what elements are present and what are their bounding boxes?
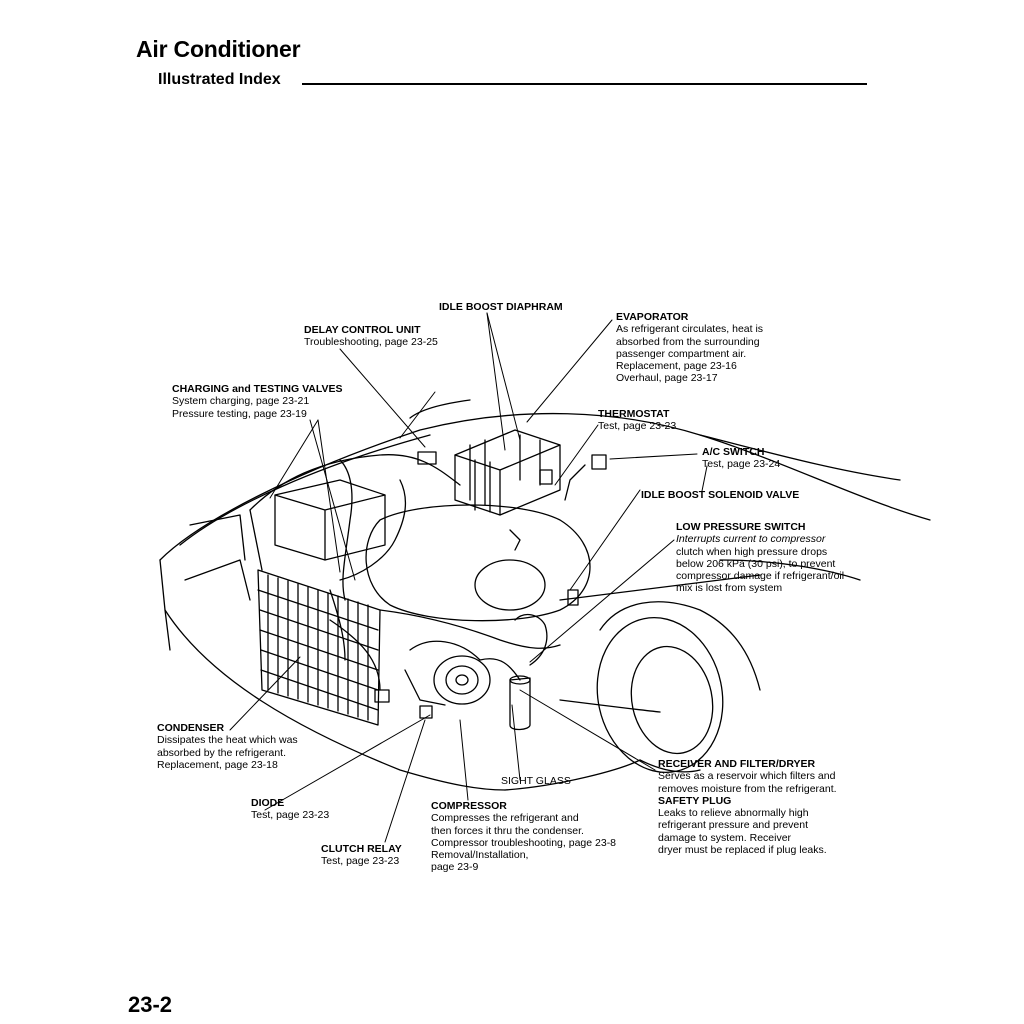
callout-line: then forces it thru the condenser. [431,824,584,837]
callout-line: passenger compartment air. [616,347,747,360]
page-number: 23-2 [128,992,173,1017]
callout-line: Removal/Installation, [431,849,529,862]
callout-line: Compressor troubleshooting, page 23-8 [431,836,617,849]
callout-condenser: CONDENSER Dissipates the heat which was … [157,722,298,771]
callout-line: mix is lost from system [676,582,783,595]
callout-line: Test, page 23-23 [598,420,677,433]
callout-line: Pressure testing, page 23-19 [172,407,307,420]
callout-line: Replacement, page 23-16 [616,360,737,373]
front-wheel [596,601,761,774]
page-title: Air Conditioner [136,36,301,62]
callout-line: dryer must be replaced if plug leaks. [658,844,827,857]
callout-title: DIODE [251,797,285,809]
callout-line: damage to system. Receiver [658,831,792,844]
callout-title: A/C SWITCH [702,446,765,458]
callout-charging-testing-valves: CHARGING and TESTING VALVES System charg… [172,383,343,420]
callout-title: CLUTCH RELAY [321,843,402,855]
callout-ac-switch: A/C SWITCH Test, page 23-24 [702,446,780,471]
callout-line: below 206 kPa (30 psi), to prevent [676,557,836,570]
condenser-grid [257,569,381,726]
callout-thermostat: THERMOSTAT Test, page 23-23 [598,408,676,433]
callout-line: System charging, page 23-21 [172,395,310,408]
callout-title: THERMOSTAT [598,408,670,420]
callout-compressor: COMPRESSOR Compresses the refrigerant an… [431,800,616,874]
callout-evaporator: EVAPORATOR As refrigerant circulates, he… [616,311,763,385]
callout-idle-boost-diaphragm: IDLE BOOST DIAPHRAM [439,301,563,313]
callout-line: absorbed from the surrounding [616,335,760,348]
battery [274,479,386,561]
callout-line: removes moisture from the refrigerant. [658,782,837,795]
callout-line: Interrupts current to compressor [676,533,826,546]
callout-title: SIGHT GLASS [501,775,571,787]
car-body-outline [159,399,931,791]
callout-line: Replacement, page 23-18 [157,758,278,771]
callout-line: Dissipates the heat which was [157,734,298,747]
callout-line: Serves as a reservoir which filters and [658,770,836,783]
page-subtitle: Illustrated Index [158,71,281,88]
callout-line: As refrigerant circulates, heat is [616,323,764,336]
small-components [374,451,607,719]
callout-diode: DIODE Test, page 23-23 [251,797,329,822]
callout-title: RECEIVER AND FILTER/DRYER [658,758,816,770]
callout-low-pressure-switch: LOW PRESSURE SWITCH Interrupts current t… [676,521,844,595]
callout-line: Leaks to relieve abnormally high [658,807,809,820]
callout-line: compressor damage if refrigerant/oil [676,570,845,583]
refrigerant-lines [249,454,561,681]
engine-block [329,504,591,691]
receiver-dryer [509,675,531,731]
callout-title-safety-plug: SAFETY PLUG [658,794,732,807]
callout-line: refrigerant pressure and prevent [658,819,808,832]
callout-sight-glass: SIGHT GLASS [501,775,571,787]
callout-line: Test, page 23-23 [321,855,400,868]
callout-line: Test, page 23-24 [702,458,781,471]
callout-title: IDLE BOOST SOLENOID VALVE [641,489,800,501]
callout-clutch-relay: CLUTCH RELAY Test, page 23-23 [321,843,402,868]
callout-line: page 23-9 [431,861,479,874]
callout-title: DELAY CONTROL UNIT [304,324,421,336]
callout-line: absorbed by the refrigerant. [157,746,286,759]
compressor [404,640,491,706]
callout-idle-boost-solenoid-valve: IDLE BOOST SOLENOID VALVE [641,489,799,501]
callout-title: IDLE BOOST DIAPHRAM [439,301,563,313]
callout-line: Overhaul, page 23-17 [616,372,718,385]
callout-title: EVAPORATOR [616,311,689,323]
leader-lines [229,312,708,843]
callout-title: CHARGING and TESTING VALVES [172,383,343,395]
callout-receiver-dryer: RECEIVER AND FILTER/DRYER Serves as a re… [658,758,837,856]
callout-title: CONDENSER [157,722,225,734]
callout-line: Compresses the refrigerant and [431,812,579,825]
callout-line: clutch when high pressure drops [676,545,828,558]
evaporator-unit [454,429,561,516]
subtitle-rule [302,83,867,85]
callout-line: Test, page 23-23 [251,809,330,822]
callout-title: LOW PRESSURE SWITCH [676,521,806,533]
callout-line: Troubleshooting, page 23-25 [304,336,438,349]
callout-delay-control-unit: DELAY CONTROL UNIT Troubleshooting, page… [304,324,438,349]
callout-title: COMPRESSOR [431,800,507,812]
